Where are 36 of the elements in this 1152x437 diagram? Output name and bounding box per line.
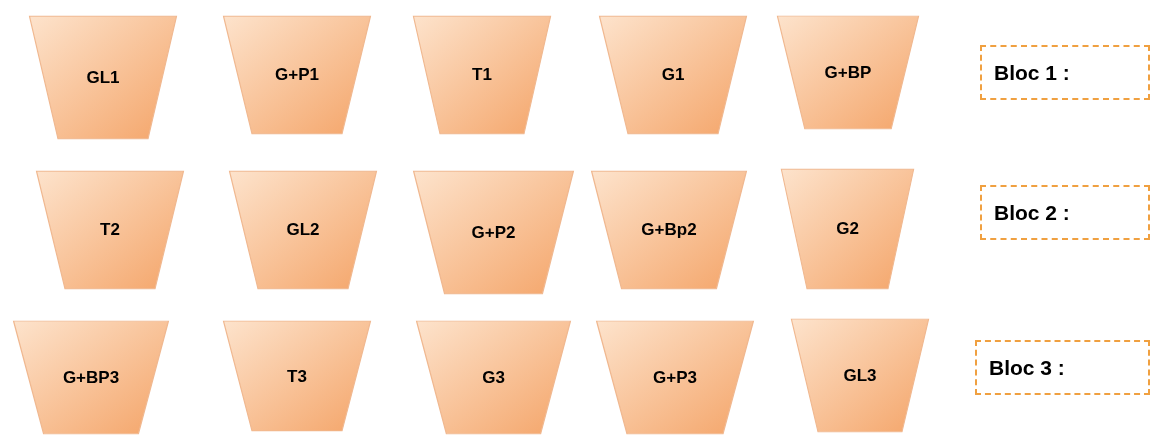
dashed-box — [980, 45, 1150, 100]
node-label: G+P2 — [470, 222, 517, 243]
trapezoid-shape — [222, 15, 372, 135]
node-label: G3 — [481, 368, 506, 389]
trapezoid-shape — [28, 15, 178, 140]
node-label: G2 — [835, 219, 860, 240]
trapezoid-shape — [790, 318, 930, 433]
trapezoid-shape — [228, 170, 378, 290]
trapezoid-shape — [598, 15, 748, 135]
dashed-box — [980, 185, 1150, 240]
dashed-box — [975, 340, 1150, 395]
trapezoid-shape — [12, 320, 170, 435]
trapezoid-shape — [412, 15, 552, 135]
node-label: GL1 — [85, 67, 121, 88]
node-label: G+Bp2 — [640, 220, 698, 241]
node-label: Bloc 2 : — [994, 200, 1070, 225]
trapezoid-shape — [595, 320, 755, 435]
node-label: T1 — [471, 65, 493, 86]
trapezoid-shape — [415, 320, 572, 435]
trapezoid-shape — [35, 170, 185, 290]
node-label: G+BP — [823, 63, 873, 84]
node-label: G1 — [660, 65, 686, 86]
trapezoid-shape — [776, 15, 920, 130]
trapezoid-shape — [590, 170, 748, 290]
node-label: Bloc 3 : — [989, 355, 1065, 380]
node-label: T2 — [99, 220, 121, 241]
node-label: T3 — [286, 367, 308, 388]
node-label: GL3 — [842, 366, 878, 387]
node-label: G+BP3 — [61, 368, 121, 389]
trapezoid-shape — [780, 168, 915, 290]
node-label: GL2 — [285, 220, 321, 241]
trapezoid-shape — [222, 320, 372, 432]
node-label: G+P1 — [274, 65, 320, 86]
trapezoid-shape — [412, 170, 575, 295]
node-label: Bloc 1 : — [994, 60, 1070, 85]
node-label: G+P3 — [652, 368, 698, 389]
